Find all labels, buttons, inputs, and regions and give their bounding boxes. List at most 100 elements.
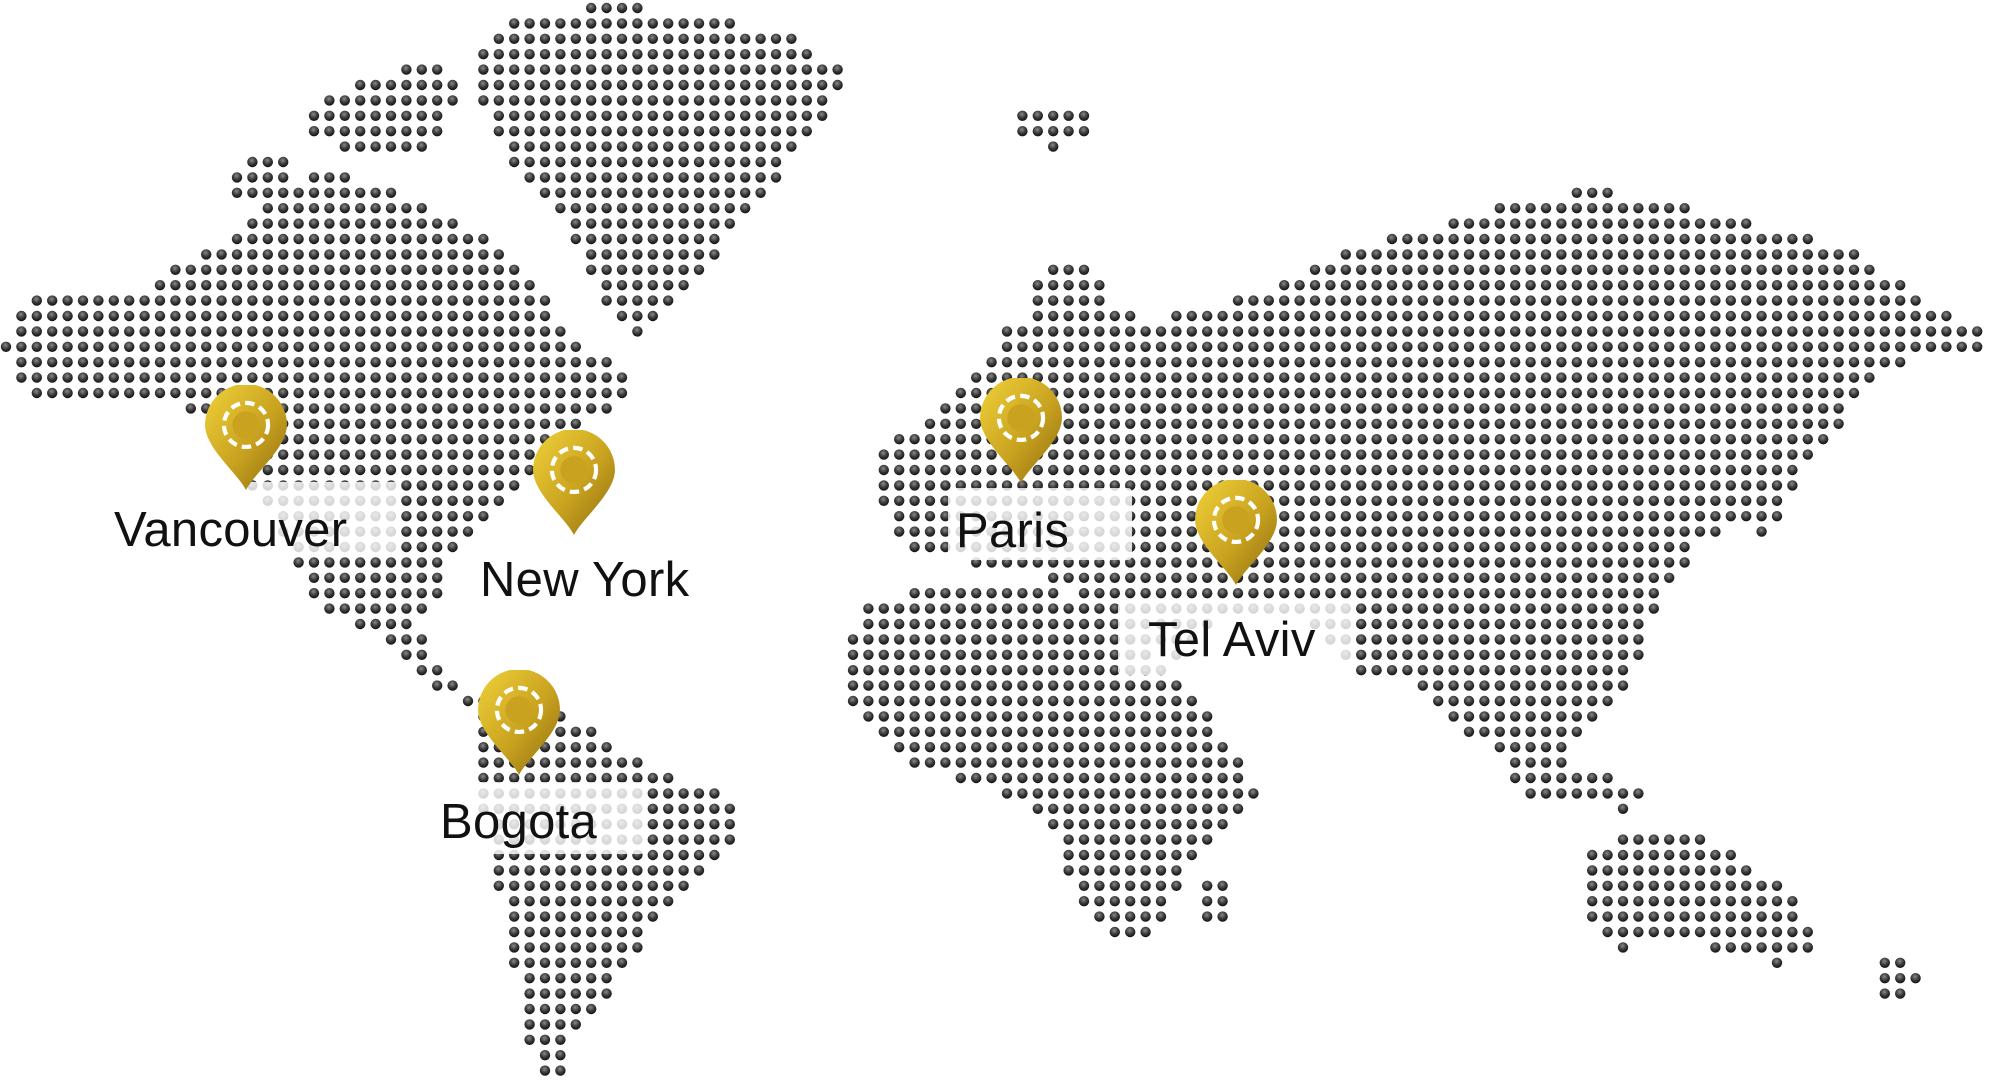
map-dot <box>462 357 474 368</box>
map-dot <box>1556 249 1567 260</box>
map-dot <box>509 33 520 44</box>
map-dot <box>385 326 397 337</box>
map-dot <box>1386 464 1398 476</box>
map-dot <box>1186 372 1198 383</box>
map-dot <box>1648 310 1660 322</box>
map-dot <box>1664 526 1675 537</box>
map-dot <box>632 264 643 275</box>
map-dot <box>539 757 551 768</box>
map-dot <box>401 79 412 91</box>
map-dot <box>401 418 412 429</box>
map-dot <box>647 141 658 152</box>
map-dot <box>370 372 381 383</box>
map-dot <box>154 326 166 337</box>
map-dot <box>339 449 350 460</box>
map-dot <box>1325 572 1336 583</box>
map-dot <box>524 372 535 383</box>
map-dot <box>1078 372 1090 383</box>
map-dot <box>231 233 243 245</box>
map-dot <box>1202 387 1213 399</box>
map-dot <box>1571 341 1583 352</box>
map-dot <box>1818 326 1829 337</box>
location-paris[interactable]: Paris <box>948 377 1132 560</box>
map-dot <box>986 726 997 737</box>
location-new-york[interactable]: New York <box>468 429 740 612</box>
map-dot <box>709 126 720 137</box>
map-dot <box>1617 280 1629 291</box>
map-dot <box>1171 310 1182 322</box>
map-dot <box>278 187 289 198</box>
map-dot <box>1263 418 1275 429</box>
map-dot <box>1864 326 1875 337</box>
map-dot <box>1648 834 1660 845</box>
map-dot <box>447 511 458 522</box>
map-dot <box>1494 418 1506 429</box>
map-dot <box>632 203 643 214</box>
map-dot <box>1633 526 1644 537</box>
map-dot <box>1433 341 1444 352</box>
map-dot <box>1386 634 1398 645</box>
map-dot <box>1217 387 1228 399</box>
map-pin-icon <box>205 384 287 490</box>
map-dot <box>1633 911 1644 922</box>
map-dot <box>1186 326 1198 337</box>
map-dot <box>62 357 73 368</box>
map-dot <box>863 695 874 707</box>
map-dot <box>355 233 366 245</box>
map-dot <box>308 249 320 260</box>
map-dot <box>77 326 89 337</box>
map-dot <box>1587 357 1598 368</box>
map-dot <box>1617 264 1629 275</box>
map-dot <box>1109 680 1121 691</box>
map-dot <box>324 249 335 260</box>
map-dot <box>1063 480 1074 491</box>
map-dot <box>247 372 258 383</box>
location-vancouver[interactable]: Vancouver <box>100 384 400 557</box>
location-tel-aviv[interactable]: Tel Aviv <box>1118 479 1352 675</box>
map-dot <box>1448 495 1459 506</box>
map-dot <box>324 326 335 337</box>
map-dot <box>1540 387 1552 399</box>
map-dot <box>509 357 520 368</box>
map-dot <box>509 942 520 953</box>
map-dot <box>1525 649 1536 660</box>
map-dot <box>1694 310 1706 322</box>
map-dot <box>786 126 797 137</box>
map-dot <box>1017 357 1028 368</box>
map-dot <box>863 618 874 630</box>
map-dot <box>1771 341 1783 352</box>
map-dot <box>986 695 997 707</box>
map-dot <box>1171 711 1182 722</box>
map-dot <box>940 464 951 476</box>
map-dot <box>986 649 997 660</box>
map-dot <box>1494 603 1506 614</box>
map-dot <box>1833 280 1844 291</box>
map-dot <box>462 449 474 460</box>
map-dot <box>1140 695 1151 707</box>
map-dot <box>586 64 597 75</box>
map-dot <box>1540 603 1552 614</box>
map-dot <box>555 418 566 429</box>
map-dot <box>1802 942 1814 953</box>
map-dot <box>293 449 304 460</box>
map-dot <box>1032 326 1044 337</box>
map-dot <box>1125 464 1136 476</box>
map-dot <box>293 218 304 229</box>
map-dot <box>1725 464 1737 476</box>
map-dot <box>462 249 474 260</box>
map-dot <box>370 603 381 614</box>
map-dot <box>1125 403 1136 414</box>
map-dot <box>1186 772 1198 784</box>
map-dot <box>1771 495 1783 506</box>
map-dot <box>1186 849 1198 861</box>
map-dot <box>1294 280 1305 291</box>
location-bogota[interactable]: Bogota <box>430 669 644 854</box>
map-dot <box>1371 572 1382 583</box>
map-dot <box>493 49 504 60</box>
map-dot <box>1340 495 1352 506</box>
map-dot <box>1140 372 1151 383</box>
map-dot <box>1340 511 1352 522</box>
map-dot <box>1556 495 1567 506</box>
map-dot <box>416 95 427 106</box>
map-dot <box>1587 665 1598 676</box>
